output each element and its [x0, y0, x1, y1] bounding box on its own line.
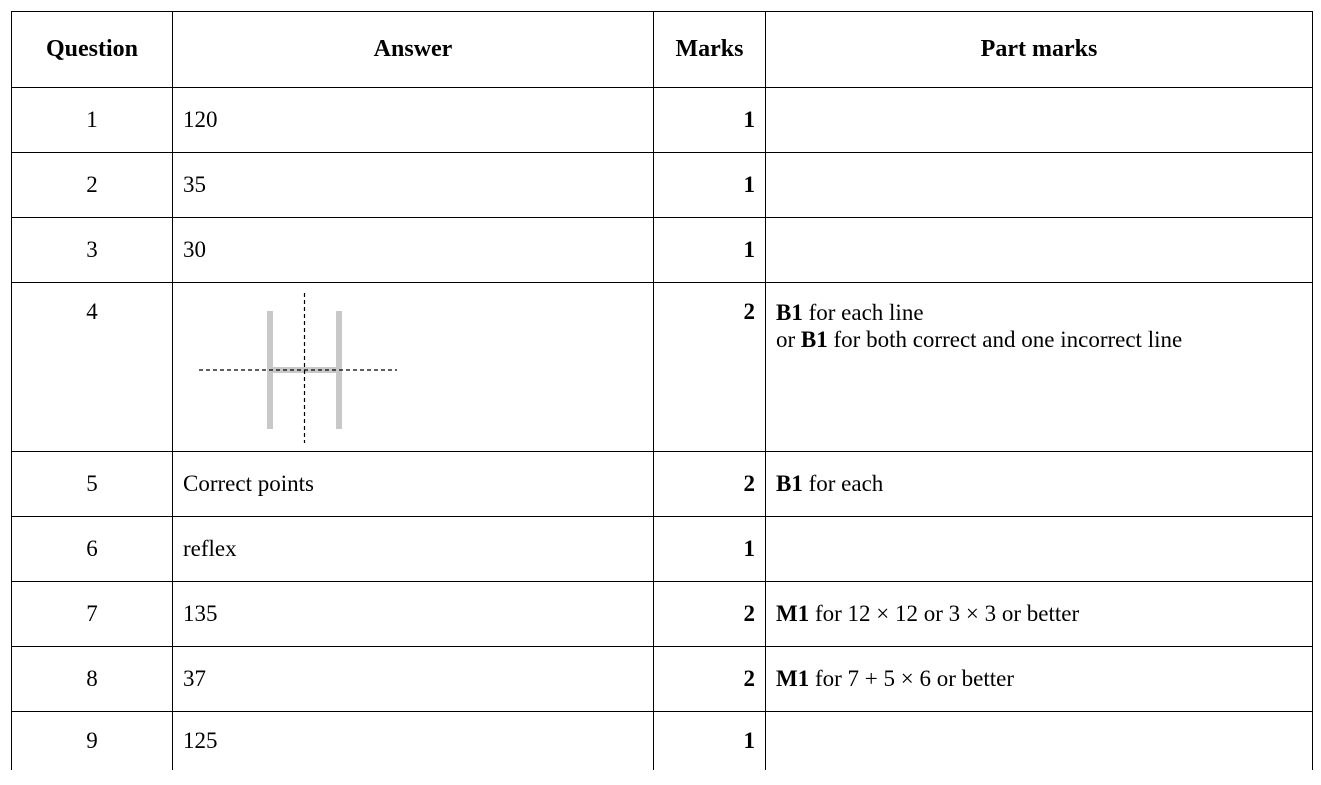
- header-row: Question Answer Marks Part marks: [11, 11, 1313, 88]
- part-mark-text: for 12 × 12 or 3 × 3 or better: [809, 601, 1080, 626]
- table-row: 5 Correct points 2 B1 for each: [11, 451, 1313, 517]
- mark-code: B1: [776, 471, 803, 496]
- table-row: 2 35 1: [11, 152, 1313, 218]
- header-part-marks: Part marks: [765, 11, 1313, 88]
- question-number: 8: [11, 646, 173, 712]
- answer-cell: 37: [172, 646, 654, 712]
- answer-cell: 135: [172, 581, 654, 647]
- marks-cell: 2: [653, 451, 766, 517]
- table-row: 4 2 B1 for each line or B1 for both corr…: [11, 282, 1313, 452]
- answer-cell: 120: [172, 87, 654, 153]
- part-marks-cell: [765, 516, 1313, 582]
- mark-code: M1: [776, 666, 810, 691]
- part-mark-text: for each line: [802, 300, 924, 325]
- mark-code: B1: [800, 327, 828, 352]
- question-number: 6: [11, 516, 173, 582]
- table-row: 3 30 1: [11, 217, 1313, 283]
- question-number: 7: [11, 581, 173, 647]
- marks-cell: 1: [653, 711, 766, 770]
- marks-cell: 1: [653, 217, 766, 283]
- mark-code: B1: [776, 300, 803, 325]
- question-number: 1: [11, 87, 173, 153]
- question-number: 4: [11, 282, 173, 452]
- answer-cell: reflex: [172, 516, 654, 582]
- marks-cell: 2: [653, 646, 766, 712]
- marks-cell: 1: [653, 516, 766, 582]
- answer-cell: 35: [172, 152, 654, 218]
- question-number: 2: [11, 152, 173, 218]
- marks-cell: 2: [653, 581, 766, 647]
- table-row: 7 135 2 M1 for 12 × 12 or 3 × 3 or bette…: [11, 581, 1313, 647]
- part-marks-cell: B1 for each line or B1 for both correct …: [765, 282, 1313, 452]
- table-row: 8 37 2 M1 for 7 + 5 × 6 or better: [11, 646, 1313, 712]
- symmetry-lines-diagram: [199, 293, 397, 443]
- part-marks-cell: [765, 87, 1313, 153]
- part-marks-cell: B1 for each: [765, 451, 1313, 517]
- header-answer: Answer: [172, 11, 654, 88]
- mark-code: M1: [776, 601, 810, 626]
- part-marks-cell: [765, 711, 1313, 770]
- marks-cell: 1: [653, 87, 766, 153]
- part-marks-cell: M1 for 7 + 5 × 6 or better: [765, 646, 1313, 712]
- part-mark-text: for both correct and one incorrect line: [827, 327, 1183, 352]
- header-question: Question: [11, 11, 173, 88]
- answer-cell: Correct points: [172, 451, 654, 517]
- answer-cell: 30: [172, 217, 654, 283]
- answer-cell: [172, 282, 654, 452]
- part-mark-line: or B1 for both correct and one incorrect…: [776, 326, 1302, 353]
- question-number: 3: [11, 217, 173, 283]
- mark-scheme-table: Question Answer Marks Part marks 1 120 1…: [11, 11, 1313, 770]
- part-marks-cell: M1 for 12 × 12 or 3 × 3 or better: [765, 581, 1313, 647]
- question-number: 9: [11, 711, 173, 770]
- marks-cell: 1: [653, 152, 766, 218]
- part-mark-line: B1 for each line: [776, 299, 1302, 326]
- marks-cell: 2: [653, 282, 766, 452]
- part-marks-cell: [765, 152, 1313, 218]
- answer-cell: 125: [172, 711, 654, 770]
- part-mark-prefix: or: [776, 327, 801, 352]
- table-row: 9 125 1: [11, 711, 1313, 770]
- table-row: 1 120 1: [11, 87, 1313, 153]
- question-number: 5: [11, 451, 173, 517]
- header-marks: Marks: [653, 11, 766, 88]
- part-mark-text: for each: [802, 471, 884, 496]
- table-row: 6 reflex 1: [11, 516, 1313, 582]
- part-marks-cell: [765, 217, 1313, 283]
- part-mark-text: for 7 + 5 × 6 or better: [809, 666, 1014, 691]
